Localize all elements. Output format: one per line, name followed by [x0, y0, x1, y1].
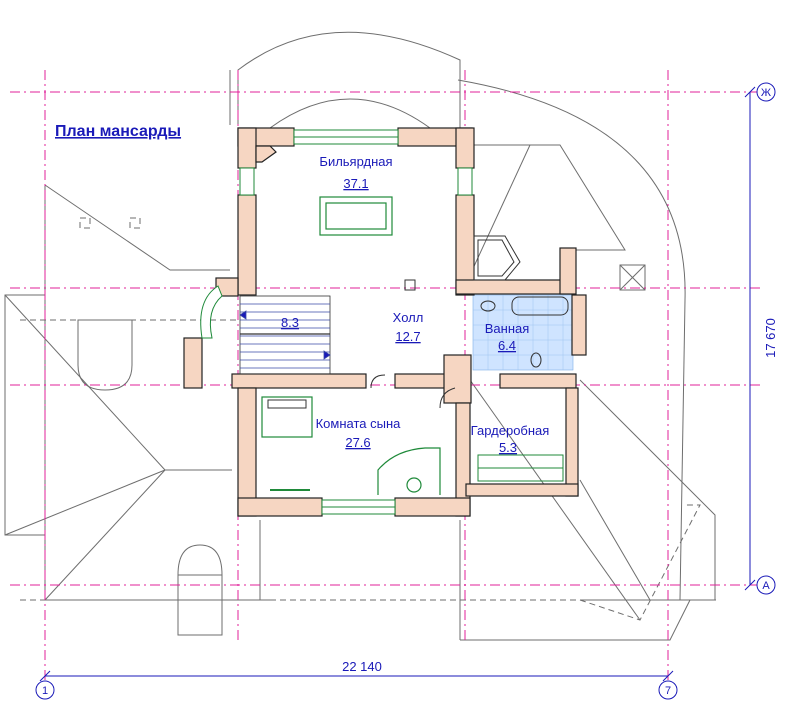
dimension-lines	[39, 86, 756, 682]
axis-left-label: 1	[42, 685, 48, 697]
windows	[200, 129, 473, 515]
room-labels: Бильярдная 37.1 Холл 12.7 8.3 Ванная 6.4…	[281, 154, 549, 455]
stairs-area: 8.3	[281, 315, 299, 330]
staircase	[239, 295, 331, 375]
axis-right-label: 7	[665, 685, 671, 697]
billiard-name: Бильярдная	[319, 154, 392, 169]
hall-name: Холл	[393, 310, 424, 325]
bathroom-name: Ванная	[485, 321, 530, 336]
axis-bottom-label: А	[762, 580, 770, 592]
axis-markers: 1 7 Ж А	[35, 82, 776, 700]
axis-top-label: Ж	[761, 87, 771, 99]
son-room-name: Комната сына	[316, 416, 402, 431]
hall-area: 12.7	[395, 329, 420, 344]
walls	[183, 127, 587, 517]
wardrobe-name: Гардеробная	[471, 423, 550, 438]
wardrobe-area: 5.3	[499, 440, 517, 455]
billiard-area: 37.1	[343, 176, 368, 191]
son-room-area: 27.6	[345, 435, 370, 450]
furniture	[261, 196, 569, 495]
bathroom-tile-grid	[473, 295, 573, 370]
bay-structure	[473, 235, 521, 281]
bathroom-tile	[472, 294, 574, 371]
plan-title: План мансарды	[55, 123, 181, 140]
width-dimension: 22 140	[342, 659, 382, 674]
height-dimension: 17 670	[763, 318, 778, 358]
bathroom-area: 6.4	[498, 338, 516, 353]
